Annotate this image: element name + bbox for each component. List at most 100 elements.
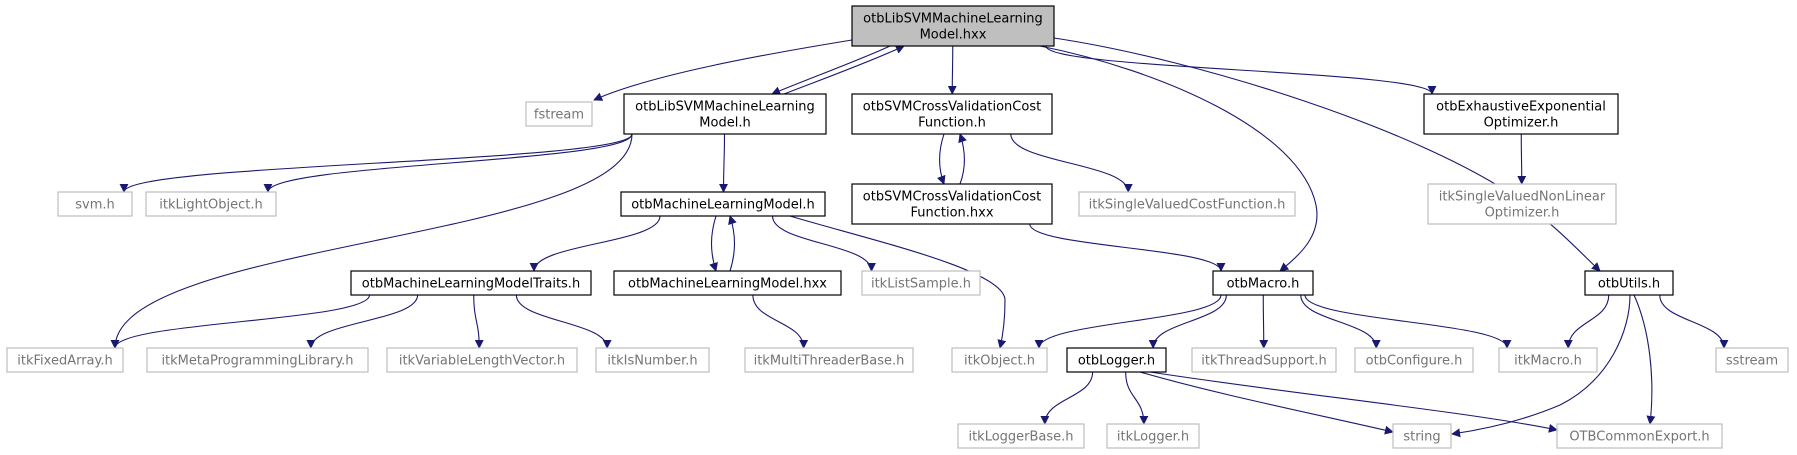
edge-otbmacro-to-itkmacro xyxy=(1304,294,1512,349)
node-box xyxy=(595,347,710,373)
node-otblogger[interactable]: otbLogger.h xyxy=(1066,347,1167,373)
node-itksvcf[interactable]: itkSingleValuedCostFunction.h xyxy=(1078,191,1296,217)
node-box xyxy=(744,347,914,373)
node-fstream[interactable]: fstream xyxy=(525,101,593,127)
node-label: itkLightObject.h xyxy=(159,198,262,213)
node-itkvlv[interactable]: itkVariableLengthVector.h xyxy=(386,347,578,373)
edge-svmcv_hxx-to-otbmacro xyxy=(1029,223,1226,272)
node-box xyxy=(623,93,827,135)
node-otbutils[interactable]: otbUtils.h xyxy=(1584,270,1674,296)
node-box xyxy=(1078,191,1296,217)
edge-mlmodel_h-to-mlmodel_hxx xyxy=(709,215,718,272)
node-box xyxy=(350,270,592,296)
edge-otblogger-to-itklogger xyxy=(1125,371,1149,425)
node-label: Function.h xyxy=(918,116,986,131)
edge-otbmacro-to-itkobject xyxy=(1034,294,1222,349)
node-label: otbUtils.h xyxy=(1598,277,1660,292)
edge-otbmacro-to-otblogger xyxy=(1148,294,1227,349)
edge-traits_h-to-itkmeta xyxy=(306,294,419,349)
node-itkisnumber[interactable]: itkIsNumber.h xyxy=(595,347,710,373)
node-box xyxy=(1715,347,1789,373)
edge-mlmodel_hxx-to-mlmodel_h xyxy=(728,215,737,272)
node-itkmacro[interactable]: itkMacro.h xyxy=(1498,347,1598,373)
node-traits_h[interactable]: otbMachineLearningModelTraits.h xyxy=(350,270,592,296)
node-box xyxy=(1354,347,1474,373)
edge-svmcv_hxx-to-svmcv_h xyxy=(958,133,967,185)
node-itkfixedarray[interactable]: itkFixedArray.h xyxy=(6,347,124,373)
node-box xyxy=(851,93,1053,135)
edge-otblogger-to-string xyxy=(1139,371,1394,435)
node-sstream[interactable]: sstream xyxy=(1715,347,1789,373)
node-label: otbMachineLearningModel.hxx xyxy=(628,277,827,292)
edge-otbutils-to-otbcommonexport xyxy=(1633,294,1656,425)
edge-traits_h-to-itkisnumber xyxy=(515,294,612,349)
edge-otbutils-to-sstream xyxy=(1659,294,1729,349)
edge-libsvm_h-to-root xyxy=(783,45,905,95)
node-label: itkFixedArray.h xyxy=(17,354,112,369)
edge-root-to-svmcv_h xyxy=(947,45,957,95)
edge-otbutils-to-itkmacro xyxy=(1563,294,1610,349)
node-box xyxy=(1423,93,1619,135)
node-box xyxy=(525,101,593,127)
node-string[interactable]: string xyxy=(1392,423,1452,449)
node-label: otbMachineLearningModelTraits.h xyxy=(362,277,580,292)
edge-otbmacro-to-itkthread xyxy=(1259,294,1269,349)
node-box xyxy=(146,347,369,373)
edge-mlmodel_h-to-itkobject xyxy=(789,215,1007,349)
node-itklistsample[interactable]: itkListSample.h xyxy=(861,270,981,296)
node-label: itkSingleValuedNonLinear xyxy=(1439,190,1606,205)
edge-exhaustive_h-to-itksvnlo xyxy=(1517,133,1527,185)
node-otbmacro[interactable]: otbMacro.h xyxy=(1212,270,1314,296)
edge-root-to-otbmacro xyxy=(1039,45,1318,272)
node-box xyxy=(613,270,842,296)
node-svm_h[interactable]: svm.h xyxy=(57,191,133,217)
node-label: itkMacro.h xyxy=(1514,354,1582,369)
node-box xyxy=(1392,423,1452,449)
node-label: itkVariableLengthVector.h xyxy=(399,354,565,369)
node-itkthread[interactable]: itkThreadSupport.h xyxy=(1191,347,1337,373)
node-box xyxy=(1066,347,1167,373)
edge-root-to-otbutils xyxy=(1053,37,1601,272)
node-box xyxy=(851,183,1053,225)
node-label: Function.hxx xyxy=(910,206,993,221)
edge-libsvm_h-to-itkfixedarray xyxy=(110,133,633,349)
node-itkmeta[interactable]: itkMetaProgrammingLibrary.h xyxy=(146,347,369,373)
node-mlmodel_hxx[interactable]: otbMachineLearningModel.hxx xyxy=(613,270,842,296)
edge-traits_h-to-itkvlv xyxy=(473,294,484,349)
node-itkloggerbase[interactable]: itkLoggerBase.h xyxy=(957,423,1085,449)
node-label: otbConfigure.h xyxy=(1366,354,1463,369)
node-itkmtb[interactable]: itkMultiThreaderBase.h xyxy=(744,347,914,373)
edge-root-to-fstream xyxy=(593,39,853,101)
node-box xyxy=(1498,347,1598,373)
node-label: itkIsNumber.h xyxy=(607,354,697,369)
edge-otbmacro-to-otbconfigure xyxy=(1300,294,1381,349)
node-box xyxy=(6,347,124,373)
edges-layer xyxy=(110,37,1729,438)
node-itkobject[interactable]: itkObject.h xyxy=(951,347,1048,373)
node-label: svm.h xyxy=(75,198,115,213)
node-otbcommonexport[interactable]: OTBCommonExport.h xyxy=(1556,423,1723,449)
node-box xyxy=(1556,423,1723,449)
node-itklightobject[interactable]: itkLightObject.h xyxy=(145,191,277,217)
edge-mlmodel_hxx-to-itkmtb xyxy=(752,294,809,349)
edge-libsvm_h-to-svm_h xyxy=(119,133,633,193)
edge-otblogger-to-otbcommonexport xyxy=(1149,371,1558,433)
node-label: itkMultiThreaderBase.h xyxy=(754,354,905,369)
node-itklogger[interactable]: itkLogger.h xyxy=(1106,423,1200,449)
node-label: itkLogger.h xyxy=(1117,430,1189,445)
node-label: otbLibSVMMachineLearning xyxy=(635,100,815,115)
node-otbconfigure[interactable]: otbConfigure.h xyxy=(1354,347,1474,373)
node-label: fstream xyxy=(534,108,584,123)
node-box xyxy=(145,191,277,217)
node-mlmodel_h[interactable]: otbMachineLearningModel.h xyxy=(620,191,826,217)
node-label: otbMacro.h xyxy=(1227,277,1300,292)
node-label: itkMetaProgrammingLibrary.h xyxy=(161,354,353,369)
